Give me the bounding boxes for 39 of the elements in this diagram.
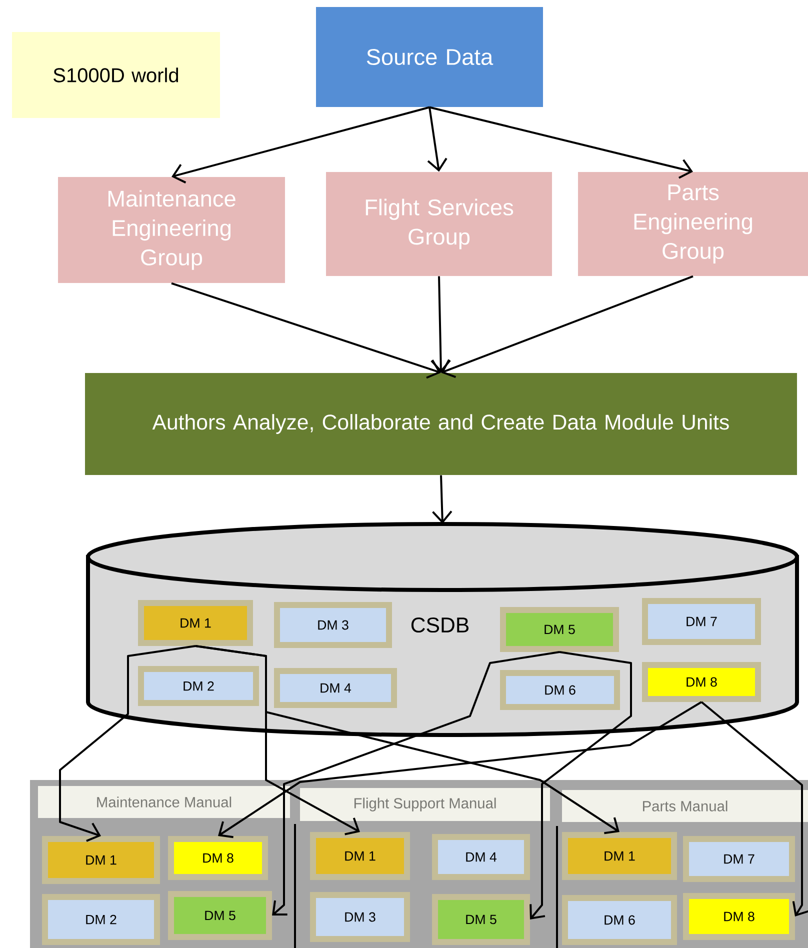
arrow xyxy=(218,701,702,838)
arrow xyxy=(272,651,560,916)
arrow xyxy=(441,275,694,378)
arrow xyxy=(172,106,430,184)
module-box: DM 1 xyxy=(310,832,410,880)
module-box: DM 7 xyxy=(642,598,761,645)
module-box: DM 4 xyxy=(274,668,397,708)
module-box: DM 5 xyxy=(500,607,619,652)
source-box: Source Data xyxy=(316,7,543,107)
module-box: DM 4 xyxy=(432,834,530,880)
module-box: DM 2 xyxy=(42,894,160,945)
module-box: DM 1 xyxy=(42,836,160,884)
arrow xyxy=(59,645,196,842)
module-box: DM 2 xyxy=(138,666,259,706)
arrow xyxy=(195,645,620,834)
arrow xyxy=(700,701,808,916)
group-box: Flight Services Group xyxy=(326,172,552,276)
group-box: Parts Engineering Group xyxy=(578,172,808,276)
module-box: DM 3 xyxy=(310,892,410,942)
module-box: DM 7 xyxy=(683,836,795,882)
module-box: DM 3 xyxy=(274,602,392,648)
module-box: DM 5 xyxy=(432,894,530,945)
module-box: DM 8 xyxy=(683,893,795,940)
arrow xyxy=(171,282,441,379)
arrow xyxy=(530,651,632,920)
arrow xyxy=(430,276,451,373)
process-box: Authors Analyze, Collaborate and Create Data Module Units xyxy=(85,373,797,475)
arrow xyxy=(427,107,448,172)
module-box: DM 6 xyxy=(500,670,620,710)
module-box: DM 8 xyxy=(642,662,761,702)
label-box: S1000D world xyxy=(12,32,220,118)
arrow xyxy=(432,475,452,524)
module-box: DM 1 xyxy=(138,600,253,646)
group-box: Maintenance Engineering Group xyxy=(58,177,285,283)
module-box: DM 8 xyxy=(168,836,268,880)
module-box: DM 6 xyxy=(562,895,677,945)
module-box: DM 5 xyxy=(168,891,272,940)
arrow xyxy=(429,106,693,179)
module-box: DM 1 xyxy=(562,832,677,880)
